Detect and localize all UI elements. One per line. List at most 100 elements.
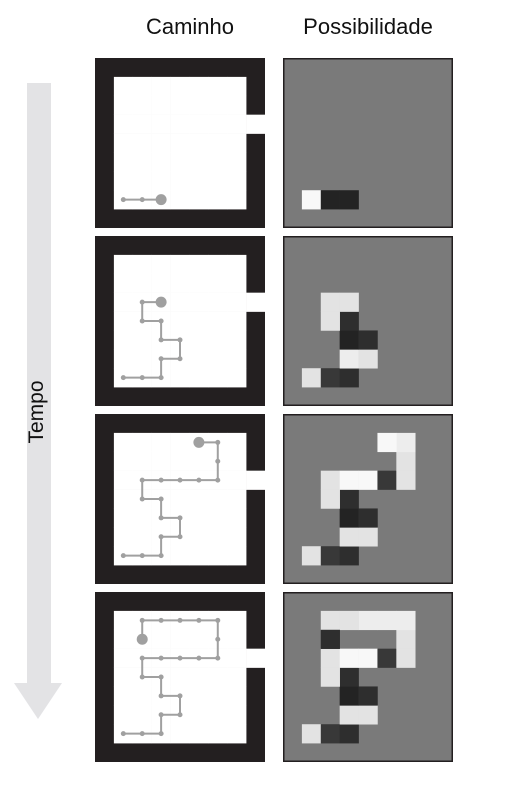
possibility-column-header: Possibilidade	[303, 14, 433, 39]
maze-floor-cell	[208, 311, 228, 331]
possibility-cell	[339, 311, 359, 331]
path-node	[139, 299, 145, 305]
path-node	[120, 553, 126, 559]
path-node	[158, 534, 164, 540]
path-node	[196, 655, 202, 661]
possibility-cell	[377, 470, 397, 490]
maze-floor-cell	[227, 76, 247, 97]
maze-floor-cell	[208, 724, 228, 744]
maze-floor-cell	[170, 546, 190, 566]
time-axis-label: Tempo	[25, 380, 48, 444]
maze-floor-cell	[132, 451, 152, 471]
possibility-panel	[283, 592, 453, 762]
maze-floor-cell	[208, 95, 228, 115]
possibility-cell	[358, 470, 378, 490]
path-node	[215, 617, 221, 623]
maze-floor-cell	[227, 724, 247, 744]
possibility-cell	[339, 489, 359, 509]
path-node	[177, 617, 183, 623]
path-node	[158, 674, 164, 680]
maze-floor-cell	[189, 705, 209, 725]
possibility-cell	[301, 546, 322, 566]
maze-floor-cell	[151, 451, 171, 471]
path-node	[120, 375, 126, 381]
maze-floor-cell	[227, 629, 247, 649]
maze-floor-cell	[170, 190, 190, 210]
possibility-cell	[320, 311, 340, 331]
possibility-panel	[283, 414, 453, 584]
maze-floor-cell	[132, 508, 152, 528]
maze-floor-cell	[170, 451, 190, 471]
possibility-cell	[339, 546, 359, 566]
maze-floor-cell	[189, 349, 209, 369]
possibility-cell	[358, 508, 378, 528]
maze-floor-cell	[208, 133, 228, 153]
maze-floor-cell	[208, 76, 228, 97]
possibility-cell	[320, 648, 340, 668]
maze-floor-cell	[189, 724, 209, 744]
maze-floor-cell	[189, 292, 209, 312]
maze-floor-cell	[208, 368, 228, 388]
maze-panel	[95, 414, 265, 584]
path-node	[139, 375, 145, 381]
maze-floor-cell	[170, 724, 190, 744]
possibility-cell	[339, 667, 359, 687]
path-node	[139, 318, 145, 324]
maze-floor-cell	[113, 273, 134, 293]
path-node	[158, 496, 164, 502]
path-node	[158, 731, 164, 737]
possibility-cell	[320, 190, 340, 210]
maze-floor-cell	[208, 349, 228, 369]
path-node	[139, 197, 145, 203]
maze-floor-cell	[189, 76, 209, 97]
maze-floor-cell	[113, 648, 134, 668]
maze-floor-cell	[189, 451, 209, 471]
possibility-cell	[339, 292, 359, 312]
maze-floor-cell	[246, 648, 265, 668]
maze-floor-cell	[208, 667, 228, 687]
maze-floor-cell	[113, 171, 134, 191]
maze-floor-cell	[227, 254, 247, 275]
maze-floor-cell	[113, 114, 134, 134]
path-node	[158, 515, 164, 521]
maze-floor-cell	[189, 527, 209, 547]
maze-floor-cell	[208, 705, 228, 725]
maze-floor-cell	[189, 254, 209, 275]
maze-floor-cell	[170, 95, 190, 115]
maze-floor-cell	[227, 133, 247, 153]
maze-floor-cell	[208, 152, 228, 172]
maze-floor-cell	[208, 114, 228, 134]
path-column-header: Caminho	[145, 14, 235, 39]
possibility-cell	[339, 686, 359, 706]
possibility-cell	[339, 349, 359, 369]
maze-floor-cell	[132, 432, 152, 453]
path-node	[139, 731, 145, 737]
maze-floor-cell	[227, 686, 247, 706]
path-node	[158, 356, 164, 362]
path-node	[139, 655, 145, 661]
maze-floor-cell	[132, 273, 152, 293]
possibility-cell	[339, 724, 359, 744]
maze-floor-cell	[208, 292, 228, 312]
maze-floor-cell	[132, 171, 152, 191]
maze-floor-cell	[189, 133, 209, 153]
possibility-cell	[320, 546, 340, 566]
maze-floor-cell	[151, 629, 171, 649]
possibility-cell	[339, 330, 359, 350]
maze-floor-cell	[227, 648, 247, 668]
maze-floor-cell	[208, 546, 228, 566]
maze-floor-cell	[113, 489, 134, 509]
possibility-cell	[301, 190, 322, 210]
maze-floor-cell	[227, 330, 247, 350]
maze-floor-cell	[227, 152, 247, 172]
maze-floor-cell	[132, 705, 152, 725]
maze-floor-cell	[170, 133, 190, 153]
possibility-cell	[301, 368, 322, 388]
path-node	[177, 655, 183, 661]
maze-floor-cell	[227, 610, 247, 631]
maze-floor-cell	[151, 95, 171, 115]
maze-floor-cell	[132, 152, 152, 172]
possibility-cell	[320, 629, 340, 649]
maze-floor-cell	[132, 133, 152, 153]
possibility-cell	[320, 610, 340, 631]
